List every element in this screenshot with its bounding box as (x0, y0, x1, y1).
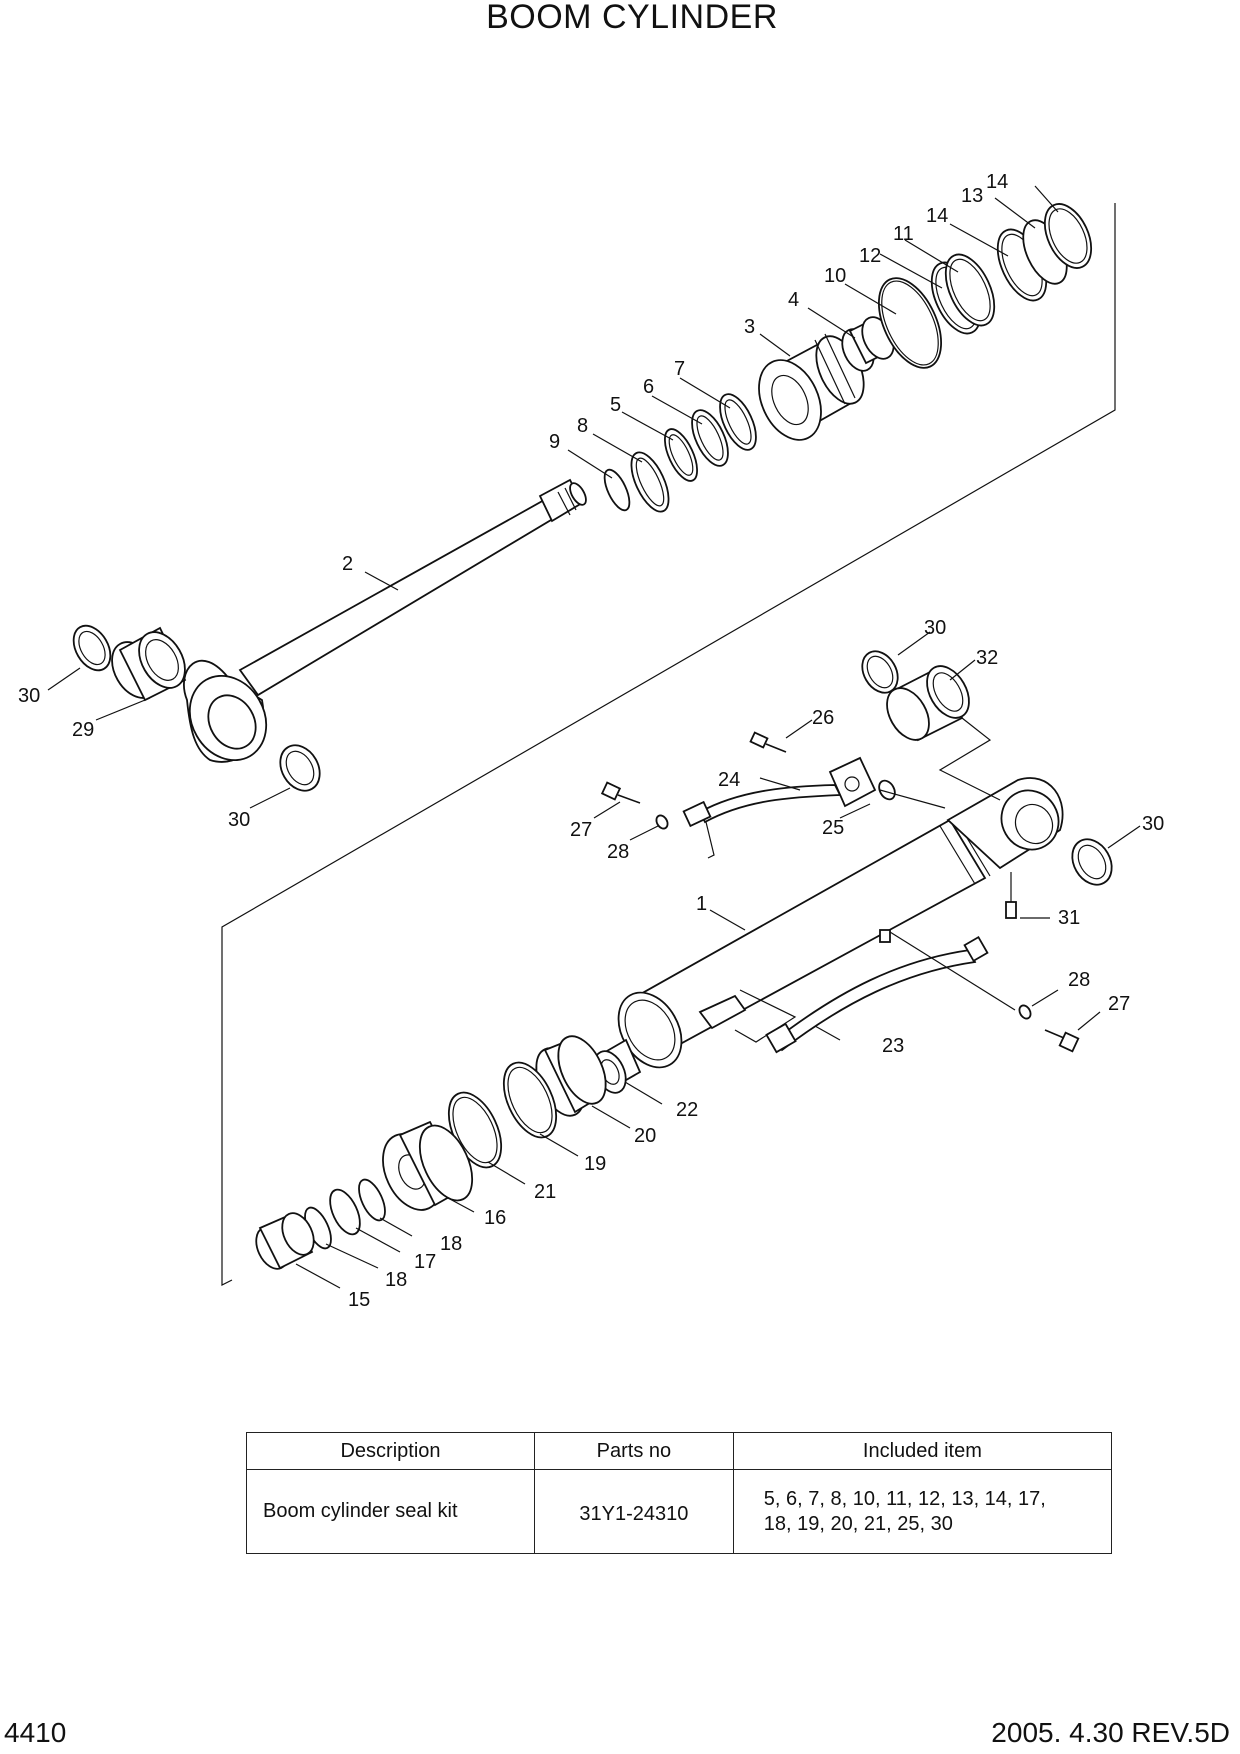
cell-parts-no: 31Y1-24310 (534, 1469, 734, 1554)
callout-24: 24 (718, 769, 740, 791)
callout-28b: 28 (1068, 969, 1090, 991)
header-included-item: Included item (732, 1432, 1113, 1470)
rod-eye (183, 659, 268, 763)
tube-head (946, 777, 1064, 870)
callout-15: 15 (348, 1289, 370, 1311)
callout-1: 1 (696, 893, 707, 915)
callout-20: 20 (634, 1125, 656, 1147)
washer-28b (1018, 1004, 1032, 1020)
callout-13: 13 (961, 185, 983, 207)
callout-23: 23 (882, 1035, 904, 1057)
callout-10: 10 (824, 265, 846, 287)
bolt-26 (749, 731, 787, 753)
washer-28a (655, 814, 669, 830)
callout-14b: 14 (986, 171, 1008, 193)
flange-25 (828, 756, 877, 808)
ring-14b (1043, 203, 1093, 269)
piston-rod (238, 478, 587, 697)
callout-2: 2 (342, 553, 353, 575)
ring-18a (358, 1178, 386, 1222)
callout-22: 22 (676, 1099, 698, 1121)
callout-6: 6 (643, 376, 654, 398)
callout-16: 16 (484, 1207, 506, 1229)
leader-lines (47, 185, 1141, 1289)
piston-16 (382, 1120, 474, 1211)
cell-included-item: 5, 6, 7, 8, 10, 11, 12, 13, 14, 17,18, 1… (732, 1469, 1113, 1554)
callout-9: 9 (549, 431, 560, 453)
header-parts-no: Parts no (534, 1432, 734, 1470)
dust-seal-30b (279, 744, 321, 792)
page-title: BOOM CYLINDER (486, 0, 778, 36)
callout-21: 21 (534, 1181, 556, 1203)
bushing-29 (111, 626, 187, 702)
header-description: Description (245, 1432, 536, 1470)
ring-5 (664, 428, 698, 482)
callout-30d: 30 (1142, 813, 1164, 835)
elbow-fitting (698, 994, 747, 1030)
pipe-24 (682, 784, 842, 859)
callout-26: 26 (812, 707, 834, 729)
callout-30b: 30 (228, 809, 250, 831)
bushing-32 (886, 665, 970, 742)
cylinder-tube (617, 817, 991, 1069)
callout-30a: 30 (18, 685, 40, 707)
included-line-2: 18, 19, 20, 21, 25, 30 (763, 1512, 953, 1535)
callout-3: 3 (744, 316, 755, 338)
seal-kit-table: Description Parts no Included item Boom … (245, 1432, 1113, 1554)
callout-29: 29 (72, 719, 94, 741)
ring-17 (329, 1188, 361, 1236)
o-ring-25 (878, 779, 896, 801)
callout-7: 7 (674, 358, 685, 380)
callout-4: 4 (788, 289, 799, 311)
page-number: 4410 (4, 1717, 67, 1748)
callout-27a: 27 (570, 819, 592, 841)
callout-27b: 27 (1108, 993, 1130, 1015)
callout-18b: 18 (385, 1269, 407, 1291)
callout-8: 8 (577, 415, 588, 437)
callout-32: 32 (976, 647, 998, 669)
included-line-1: 5, 6, 7, 8, 10, 11, 12, 13, 14, 17, (763, 1487, 1046, 1510)
callout-14a: 14 (926, 205, 948, 227)
callout-18a: 18 (440, 1233, 462, 1255)
dust-seal-30a (72, 624, 112, 672)
ring-19 (502, 1061, 558, 1139)
ring-9 (603, 468, 631, 512)
callout-5: 5 (610, 394, 621, 416)
revision-date: 2005. 4.30 REV.5D (991, 1717, 1230, 1748)
table-row: Boom cylinder seal kit 31Y1-24310 5, 6, … (245, 1469, 1113, 1554)
ring-11 (944, 253, 996, 327)
callout-labels: 1 2 3 4 5 6 7 8 9 10 11 12 13 14 14 15 1… (18, 171, 1164, 1311)
table-header-row: Description Parts no Included item (245, 1432, 1113, 1470)
callout-28a: 28 (607, 841, 629, 863)
bushing-15 (255, 1212, 315, 1270)
pipe-23 (734, 929, 989, 1054)
callout-17: 17 (414, 1251, 436, 1273)
callout-25: 25 (822, 817, 844, 839)
assembly-frame (221, 203, 1116, 1286)
callout-31: 31 (1058, 907, 1080, 929)
bolt-27a (600, 781, 641, 804)
grease-nipple-31 (1005, 872, 1017, 919)
ring-10 (878, 277, 942, 369)
cell-description: Boom cylinder seal kit (245, 1469, 536, 1554)
callout-11: 11 (893, 223, 914, 245)
callout-12: 12 (859, 245, 881, 267)
bolt-27b (1044, 1029, 1080, 1053)
ring-8 (630, 451, 670, 513)
dust-seal-30c (861, 650, 899, 694)
callout-30c: 30 (924, 617, 946, 639)
callout-19: 19 (584, 1153, 606, 1175)
dust-seal-30d (1071, 838, 1113, 886)
